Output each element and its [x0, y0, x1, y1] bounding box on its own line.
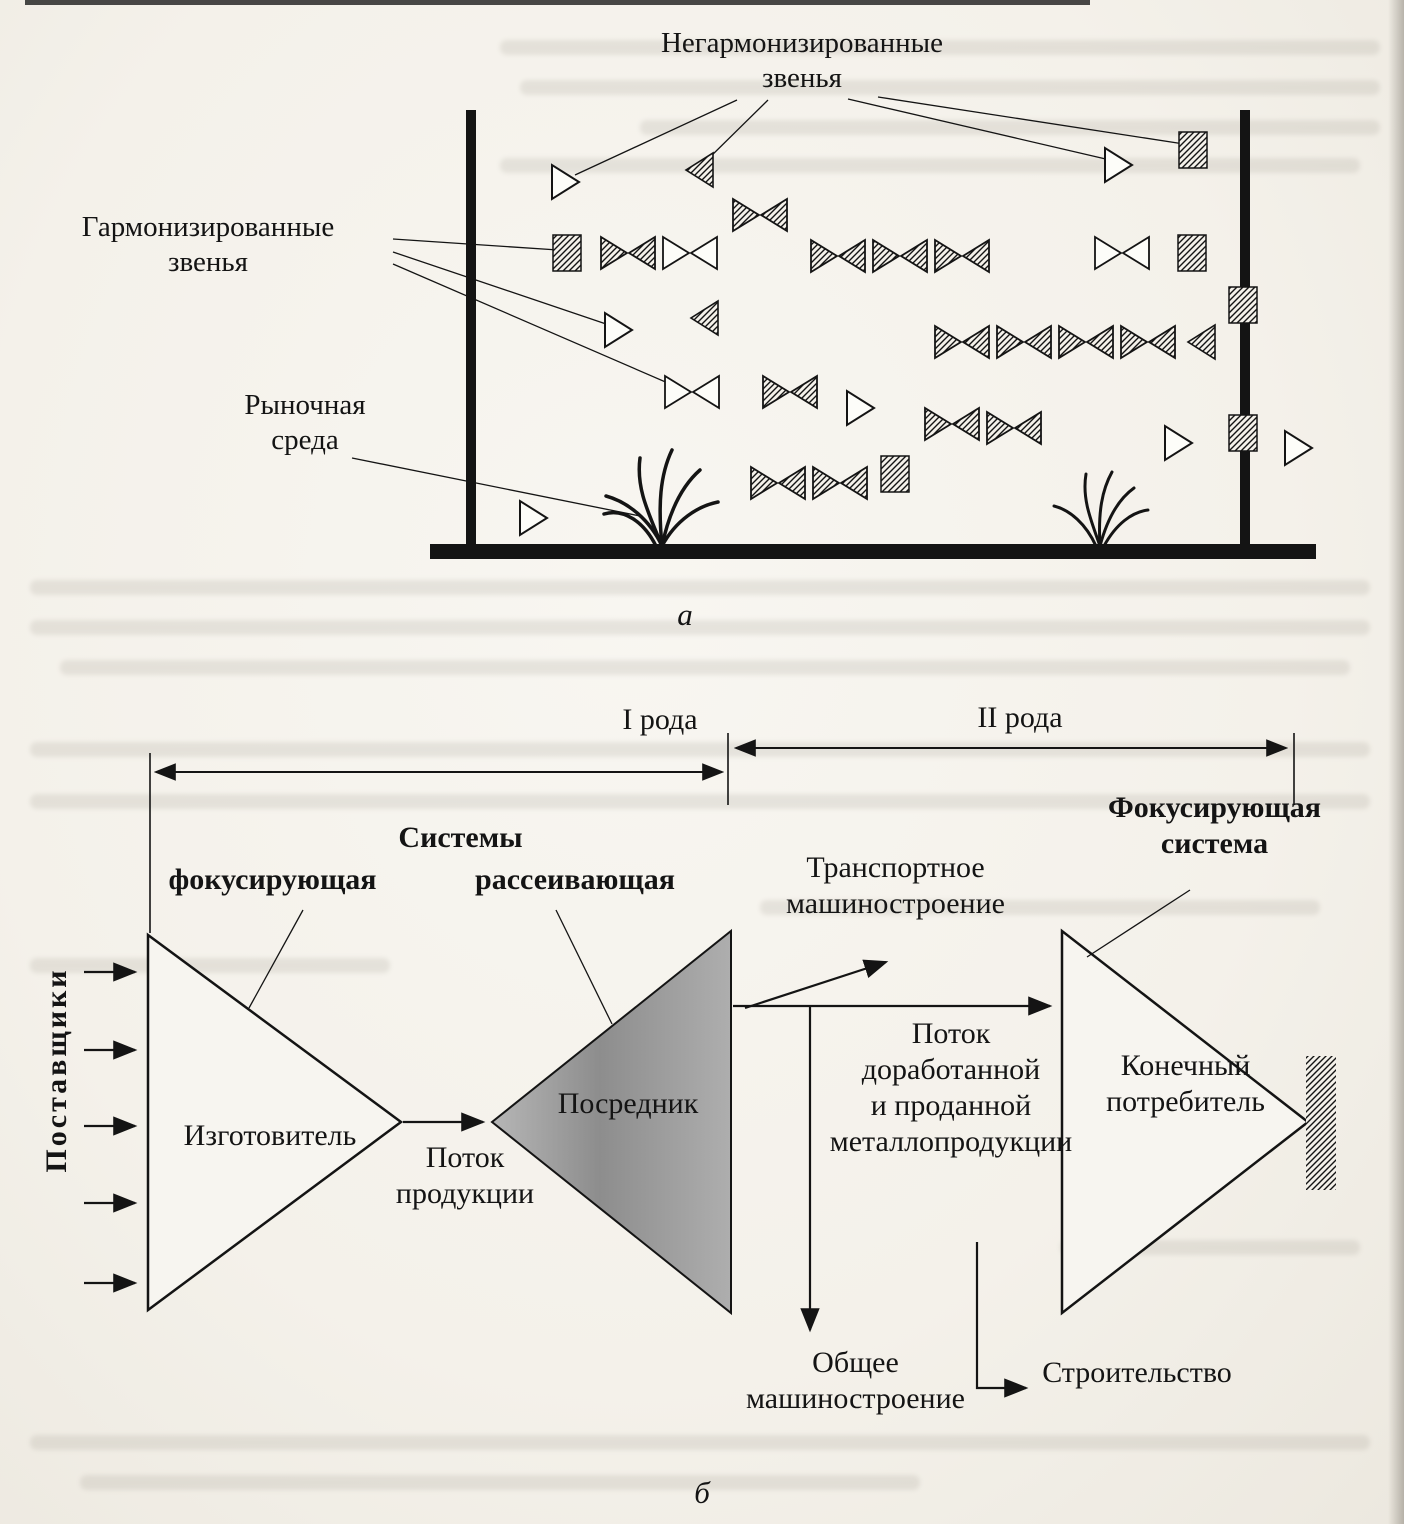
triangle-white-icon — [551, 163, 581, 201]
scan-bleed-line — [520, 80, 1380, 95]
label-general-engineering: Общее машиностроение — [746, 1346, 965, 1415]
hatched-block-icon — [552, 234, 582, 272]
dimension-spans — [149, 733, 1295, 933]
bowtie-hatched-icon — [762, 374, 818, 410]
triangle-white-icon — [519, 499, 549, 537]
label-harmonized-links: Гармонизированные звенья — [81, 211, 335, 278]
tank-walls — [430, 110, 1316, 559]
bowtie-white-icon — [1094, 235, 1150, 271]
bowtie-hatched-icon — [750, 465, 806, 501]
end-consumer-wall-hatch — [1306, 1056, 1336, 1190]
label-construction: Строительство — [1042, 1356, 1232, 1389]
tank-floor — [430, 544, 1316, 559]
hatched-block-icon — [1228, 286, 1258, 324]
hatched-block-icon — [1228, 414, 1258, 452]
label-focusing-system-kind1: фокусирующая — [168, 863, 377, 896]
scan-bleed-line — [80, 1475, 920, 1490]
flow-arrows — [403, 959, 1053, 1398]
bowtie-hatched-icon — [732, 197, 788, 233]
triangle-white-icon — [846, 389, 876, 427]
label-end-consumer: Конечный потребитель — [1106, 1049, 1265, 1118]
caption-a: а — [677, 597, 693, 632]
hatched-block-icon — [1177, 234, 1207, 272]
triangle-hatched-icon — [684, 151, 714, 189]
scan-bleed-line — [30, 620, 1370, 635]
caption-b: б — [694, 1475, 710, 1510]
tank-leader-lines — [351, 96, 1185, 517]
label-nonharmonized-links: Негармонизированные звенья — [660, 27, 944, 94]
bowtie-hatched-icon — [996, 324, 1052, 360]
hatched-block-icon — [880, 455, 910, 493]
grass-right-icon — [1052, 470, 1150, 548]
bowtie-hatched-icon — [1058, 324, 1114, 360]
scan-bleed-line — [60, 660, 1350, 675]
label-focusing-system-kind2: Фокусирующая система — [1107, 791, 1322, 860]
bowtie-hatched-icon — [924, 406, 980, 442]
scan-bleed-line — [500, 158, 1360, 173]
tank-wall-right — [1240, 110, 1250, 547]
bowtie-hatched-icon — [1120, 324, 1176, 360]
bowtie-hatched-icon — [600, 235, 656, 271]
transport-branch-arrow — [744, 959, 889, 1010]
manufacturer-focusing-triangle — [146, 932, 404, 1313]
tank-wall-left — [466, 110, 476, 547]
tank-links-layer — [519, 131, 1314, 537]
triangle-hatched-icon — [1186, 323, 1216, 361]
end-consumer-focusing-triangle — [1060, 928, 1311, 1316]
supplier-arrows — [84, 962, 138, 1293]
label-market-environment: Рыночная среда — [244, 389, 366, 456]
scan-bleed-line — [30, 794, 1370, 809]
label-span-kind1: I рода — [622, 703, 698, 736]
bowtie-hatched-icon — [810, 238, 866, 274]
grass-left-icon — [602, 448, 720, 548]
scan-bleed-line — [30, 580, 1370, 595]
bowtie-white-icon — [662, 235, 718, 271]
bowtie-hatched-icon — [812, 465, 868, 501]
bowtie-hatched-icon — [872, 238, 928, 274]
bowtie-hatched-icon — [934, 324, 990, 360]
label-dispersing-system: рассеивающая — [475, 863, 675, 896]
label-suppliers: Поставщики — [40, 967, 73, 1173]
label-manufacturer: Изготовитель — [183, 1119, 357, 1152]
scan-artifact-top — [25, 0, 1090, 5]
label-product-flow: Поток продукции — [395, 1141, 535, 1210]
bowtie-white-icon — [664, 374, 720, 410]
label-transport-engineering: Транспортное машиностроение — [786, 851, 1005, 920]
triangle-hatched-icon — [689, 299, 719, 337]
scan-bleed-line — [500, 40, 1380, 55]
triangle-white-icon — [604, 311, 634, 349]
bowtie-hatched-icon — [986, 410, 1042, 446]
construction-branch-arrow — [975, 1242, 1029, 1398]
flow-diagram — [84, 733, 1336, 1398]
label-systems: Системы — [398, 821, 523, 854]
label-metal-flow: Поток доработанной и проданной металлопр… — [829, 1017, 1073, 1158]
flow-leader-lines — [248, 889, 1191, 1025]
triangle-white-icon — [1284, 429, 1314, 467]
scan-bleed-line — [30, 1435, 1370, 1450]
label-intermediary: Посредник — [557, 1087, 699, 1120]
label-span-kind2: II рода — [977, 701, 1063, 734]
scan-edge-shadow — [1388, 0, 1404, 1524]
bowtie-hatched-icon — [934, 238, 990, 274]
triangle-white-icon — [1104, 146, 1134, 184]
hatched-block-icon — [1178, 131, 1208, 169]
intermediary-dispersing-triangle — [490, 928, 732, 1316]
scan-bleed-line — [760, 900, 1320, 915]
triangle-white-icon — [1164, 424, 1194, 462]
